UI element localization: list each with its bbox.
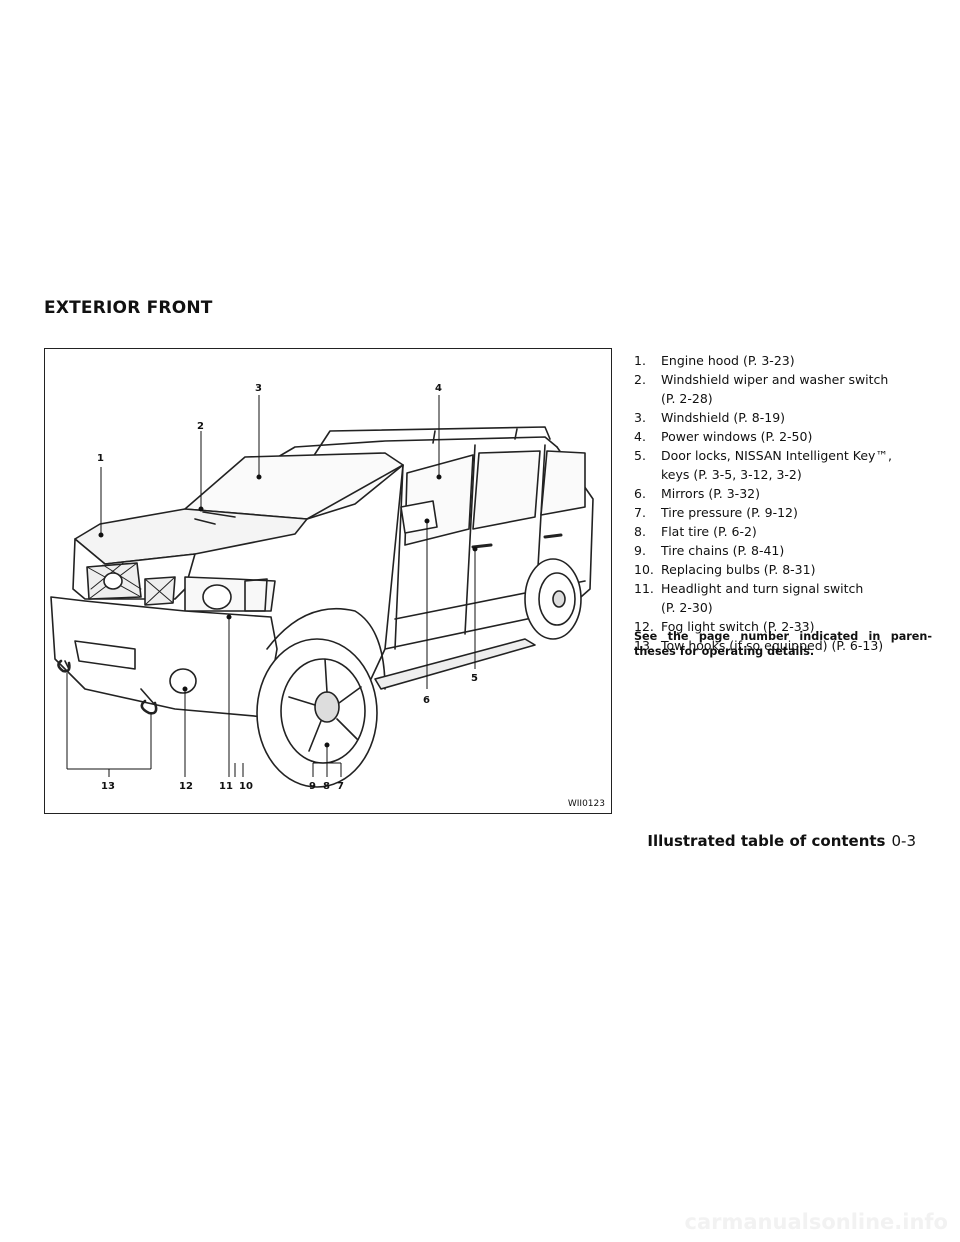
figure-id: WII0123: [567, 799, 605, 809]
list-item: 1.Engine hood (P. 3-23): [634, 351, 934, 370]
list-item-continuation: (P. 2-28): [661, 391, 713, 406]
list-item-text: Mirrors (P. 3-32): [661, 486, 760, 501]
list-item: 2.Windshield wiper and washer switch: [634, 370, 934, 389]
list-item-text: Fog light switch (P. 2-33): [661, 619, 815, 634]
list-item: 4.Power windows (P. 2-50): [634, 427, 934, 446]
callout-13: 13: [101, 781, 115, 792]
operating-details-note: See the page number indicated in paren- …: [634, 630, 932, 658]
footer-title: Illustrated table of contents: [647, 832, 886, 850]
list-item-text: Replacing bulbs (P. 8-31): [661, 562, 816, 577]
list-item-text: Door locks, NISSAN Intelligent Key™,: [661, 448, 892, 463]
watermark: carmanualsonline.info: [684, 1210, 948, 1234]
callout-2: 2: [197, 421, 204, 432]
list-item-continuation: keys (P. 3-5, 3-12, 3-2): [661, 467, 802, 482]
list-item-text: Tire chains (P. 8-41): [661, 543, 785, 558]
list-item: 7.Tire pressure (P. 9-12): [634, 503, 934, 522]
callout-8: 8: [323, 781, 330, 792]
vehicle-exterior-front-figure: 1 2 3 4 5 6 7 8 9 10 11 12 13 WII0123: [44, 348, 612, 814]
callout-9: 9: [309, 781, 316, 792]
page-footer: Illustrated table of contents 0-3: [647, 832, 916, 850]
list-item: 9.Tire chains (P. 8-41): [634, 541, 934, 560]
callout-11: 11: [219, 781, 233, 792]
list-item-text: Engine hood (P. 3-23): [661, 353, 795, 368]
callout-6: 6: [423, 695, 430, 706]
list-item-text: Tow hooks (if so equipped) (P. 6-13): [661, 638, 884, 653]
list-item: 11.Headlight and turn signal switch: [634, 579, 934, 598]
list-item-text: Tire pressure (P. 9-12): [661, 505, 798, 520]
list-item: 12.Fog light switch (P. 2-33): [634, 617, 934, 636]
callout-5: 5: [471, 673, 478, 684]
page-number: 0-3: [891, 832, 917, 850]
list-item: 6.Mirrors (P. 3-32): [634, 484, 934, 503]
list-item-text: Power windows (P. 2-50): [661, 429, 813, 444]
list-item-text: Windshield wiper and washer switch: [661, 372, 889, 387]
list-item-continuation: (P. 2-30): [661, 600, 713, 615]
section-title: EXTERIOR FRONT: [44, 298, 213, 318]
list-item: 5.Door locks, NISSAN Intelligent Key™,: [634, 446, 934, 465]
vehicle-illustration: 1 2 3 4 5 6 7 8 9 10 11 12 13: [50, 383, 594, 792]
list-item-text: Flat tire (P. 6-2): [661, 524, 757, 539]
contents-list: 1.Engine hood (P. 3-23) 2.Windshield wip…: [634, 351, 934, 655]
callout-12: 12: [179, 781, 193, 792]
callout-10: 10: [239, 781, 253, 792]
callout-3: 3: [255, 383, 262, 394]
callout-7: 7: [337, 781, 344, 792]
list-item-text: Headlight and turn signal switch: [661, 581, 864, 596]
list-item: 3.Windshield (P. 8-19): [634, 408, 934, 427]
list-item: 8.Flat tire (P. 6-2): [634, 522, 934, 541]
callout-1: 1: [97, 453, 104, 464]
list-item: 13.Tow hooks (if so equipped) (P. 6-13): [634, 636, 934, 655]
callout-4: 4: [435, 383, 442, 394]
list-item: 10.Replacing bulbs (P. 8-31): [634, 560, 934, 579]
list-item-text: Windshield (P. 8-19): [661, 410, 786, 425]
